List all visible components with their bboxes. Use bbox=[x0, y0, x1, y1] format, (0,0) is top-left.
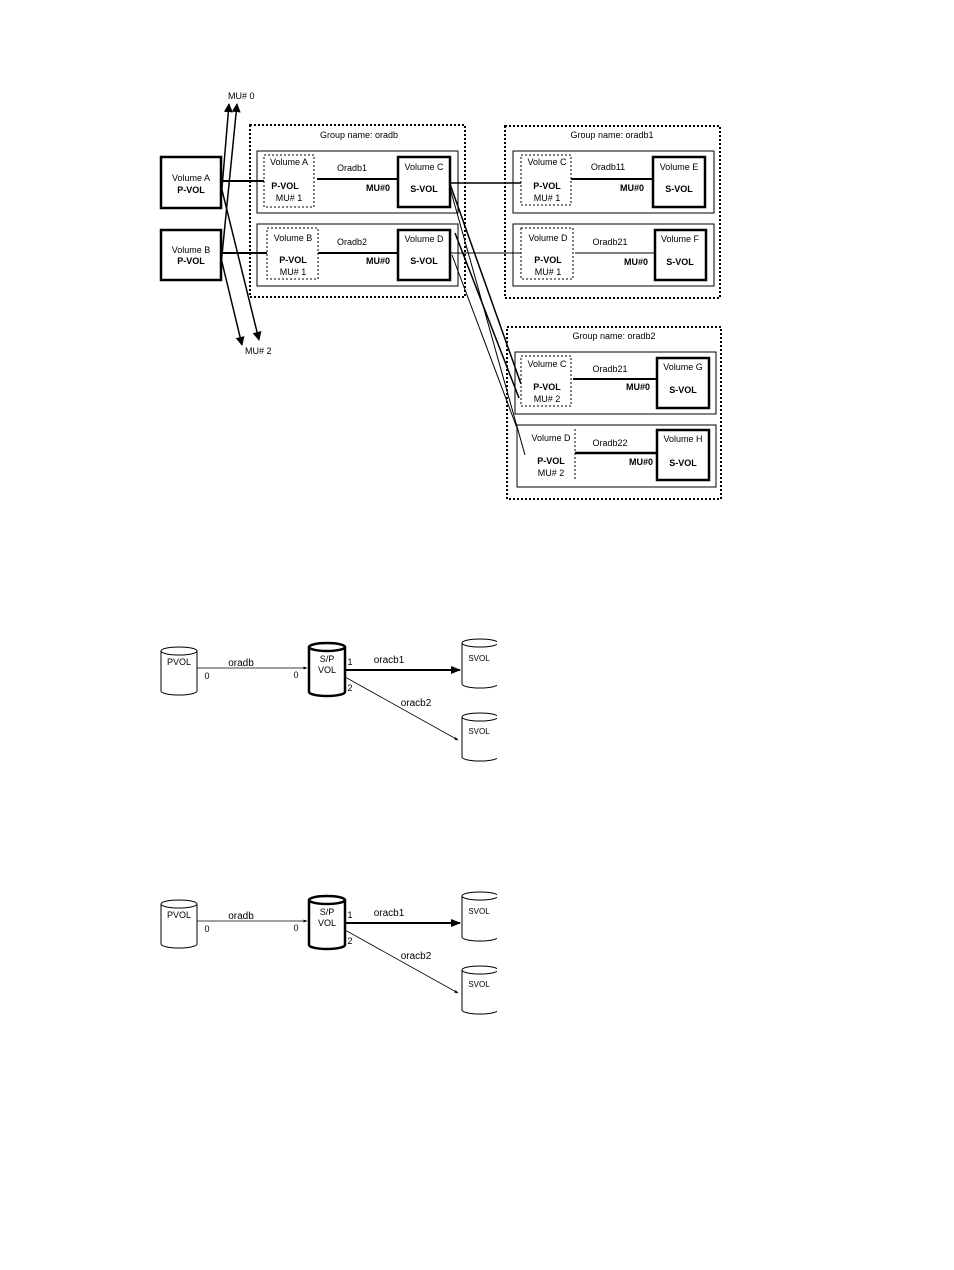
group-oradb1-title: Group name: oradb1 bbox=[570, 130, 653, 140]
oradb2-row1-pair: Oradb21 bbox=[592, 364, 627, 374]
port-1: 1 bbox=[347, 910, 352, 920]
oradb1-row2-pair: Oradb21 bbox=[592, 237, 627, 247]
volume-b-box: Volume B P-VOL bbox=[159, 228, 223, 282]
port-0-src: 0 bbox=[204, 671, 209, 681]
oradb-row2-src-name: Volume B bbox=[274, 233, 313, 243]
sp-vol-cylinder: S/P VOL bbox=[307, 641, 347, 698]
pvol-label: PVOL bbox=[167, 910, 191, 920]
mu0-label: MU# 0 bbox=[228, 91, 255, 101]
group-oradb1: Group name: oradb1 Volume C P-VOL MU# 1 … bbox=[504, 125, 721, 299]
sp-label-line1: S/P bbox=[320, 907, 335, 917]
volume-a-name: Volume A bbox=[172, 173, 210, 183]
oradb-row2-src-role: P-VOL bbox=[279, 255, 307, 265]
oradb2-row1-src-mu: MU# 2 bbox=[534, 394, 561, 404]
oradb-row2-src-mu: MU# 1 bbox=[280, 267, 307, 277]
oradb-row1-src-mu: MU# 1 bbox=[276, 193, 303, 203]
oradb1-row2-src-role: P-VOL bbox=[534, 255, 562, 265]
oradb1-row1-pair: Oradb11 bbox=[591, 162, 625, 172]
oradb2-row2-src-name: Volume D bbox=[531, 433, 571, 443]
oradb2-row1-src-role: P-VOL bbox=[533, 382, 561, 392]
oradb1-row1-dst-name: Volume E bbox=[660, 162, 699, 172]
oradb1-row1-src-name: Volume C bbox=[527, 157, 567, 167]
oradb2-row2-mu: MU#0 bbox=[629, 457, 653, 467]
link-oracb2 bbox=[344, 929, 459, 994]
oradb-row1-src-name: Volume A bbox=[270, 157, 308, 167]
oradb1-row1-dst-role: S-VOL bbox=[665, 184, 693, 194]
volume-a-role: P-VOL bbox=[177, 185, 205, 195]
svol-cylinder-2: SVOL bbox=[461, 964, 503, 1016]
pvol-cylinder: PVOL bbox=[160, 646, 198, 696]
oradb2-row2-pair: Oradb22 bbox=[592, 438, 627, 448]
oradb-row2-dst-role: S-VOL bbox=[410, 256, 438, 266]
group-oradb-title: Group name: oradb bbox=[320, 130, 398, 140]
sp-label-line2: VOL bbox=[318, 665, 336, 675]
svol1-label: SVOL bbox=[468, 654, 490, 663]
svol2-label: SVOL bbox=[468, 980, 490, 989]
oradb-row1-src-role: P-VOL bbox=[271, 181, 299, 191]
figure-cascade-groups: MU# 0 MU# 2 Volume A P-VOL Volume B P-VO… bbox=[159, 91, 722, 500]
pvol-label: PVOL bbox=[167, 657, 191, 667]
link-oracb2-label: oracb2 bbox=[401, 698, 432, 709]
link-oracb2-label: oracb2 bbox=[401, 951, 432, 962]
mu2-label: MU# 2 bbox=[245, 346, 272, 356]
figure-pair-topology-1: PVOL S/P VOL SVOL SVOL oradb 0 0 oracb1 bbox=[160, 638, 503, 763]
svol-cylinder-1: SVOL bbox=[461, 891, 503, 943]
figure-pair-topology-2: PVOL S/P VOL SVOL SVOL oradb 0 0 oracb1 … bbox=[160, 891, 503, 1016]
sp-label-line2: VOL bbox=[318, 918, 336, 928]
oradb1-row2-dst-name: Volume F bbox=[661, 234, 700, 244]
sp-label-line1: S/P bbox=[320, 654, 335, 664]
pvol-cylinder: PVOL bbox=[160, 899, 198, 949]
oradb1-row2-src-mu: MU# 1 bbox=[535, 267, 562, 277]
oradb-row2-pair: Oradb2 bbox=[337, 237, 367, 247]
link-oracb2 bbox=[344, 676, 459, 741]
oradb-row2-dst-name: Volume D bbox=[404, 234, 444, 244]
oradb2-row2-dst-name: Volume H bbox=[663, 434, 702, 444]
oradb1-row2-mu: MU#0 bbox=[624, 257, 648, 267]
port-0-dst: 0 bbox=[293, 923, 298, 933]
oradb1-row1-mu: MU#0 bbox=[620, 183, 644, 193]
oradb-row1-dst-name: Volume C bbox=[404, 162, 444, 172]
volume-b-name: Volume B bbox=[172, 245, 211, 255]
oradb2-row1-dst-name: Volume G bbox=[663, 362, 703, 372]
group-oradb2: Group name: oradb2 Volume C P-VOL MU# 2 … bbox=[506, 326, 722, 500]
oradb1-row1-src-mu: MU# 1 bbox=[534, 193, 561, 203]
port-1: 1 bbox=[347, 657, 352, 667]
volume-b-role: P-VOL bbox=[177, 256, 205, 266]
oradb2-row2-dst-role: S-VOL bbox=[669, 458, 697, 468]
oradb2-row2-src-mu: MU# 2 bbox=[538, 468, 565, 478]
oradb2-row2-src-role: P-VOL bbox=[537, 456, 565, 466]
oradb-row2-mu: MU#0 bbox=[366, 256, 390, 266]
svol-cylinder-1: SVOL bbox=[461, 638, 503, 690]
port-0-dst: 0 bbox=[293, 670, 298, 680]
group-oradb2-title: Group name: oradb2 bbox=[572, 331, 655, 341]
oradb2-row1-mu: MU#0 bbox=[626, 382, 650, 392]
port-2: 2 bbox=[347, 936, 352, 946]
oradb2-row1-dst-role: S-VOL bbox=[669, 385, 697, 395]
connector-lines bbox=[220, 103, 526, 456]
svol-cylinder-2: SVOL bbox=[461, 711, 503, 763]
link-oracb1-label: oracb1 bbox=[374, 908, 405, 919]
sp-vol-cylinder: S/P VOL bbox=[307, 894, 347, 951]
oradb1-row2-dst-role: S-VOL bbox=[666, 257, 694, 267]
link-oracb1-label: oracb1 bbox=[374, 655, 405, 666]
group-oradb: Group name: oradb Volume A P-VOL MU# 1 O… bbox=[249, 124, 466, 298]
oradb-row1-dst-role: S-VOL bbox=[410, 184, 438, 194]
oradb-row1-pair: Oradb1 bbox=[337, 163, 367, 173]
oradb2-row1-src-name: Volume C bbox=[527, 359, 567, 369]
svol1-label: SVOL bbox=[468, 907, 490, 916]
port-0-src: 0 bbox=[204, 924, 209, 934]
oradb1-row2-src-name: Volume D bbox=[528, 233, 568, 243]
link-oradb-label: oradb bbox=[228, 911, 254, 922]
link-oradb-label: oradb bbox=[228, 658, 254, 669]
oradb-row1-mu: MU#0 bbox=[366, 183, 390, 193]
svol2-label: SVOL bbox=[468, 727, 490, 736]
volume-a-box: Volume A P-VOL bbox=[159, 155, 223, 210]
port-2: 2 bbox=[347, 683, 352, 693]
oradb1-row1-src-role: P-VOL bbox=[533, 181, 561, 191]
